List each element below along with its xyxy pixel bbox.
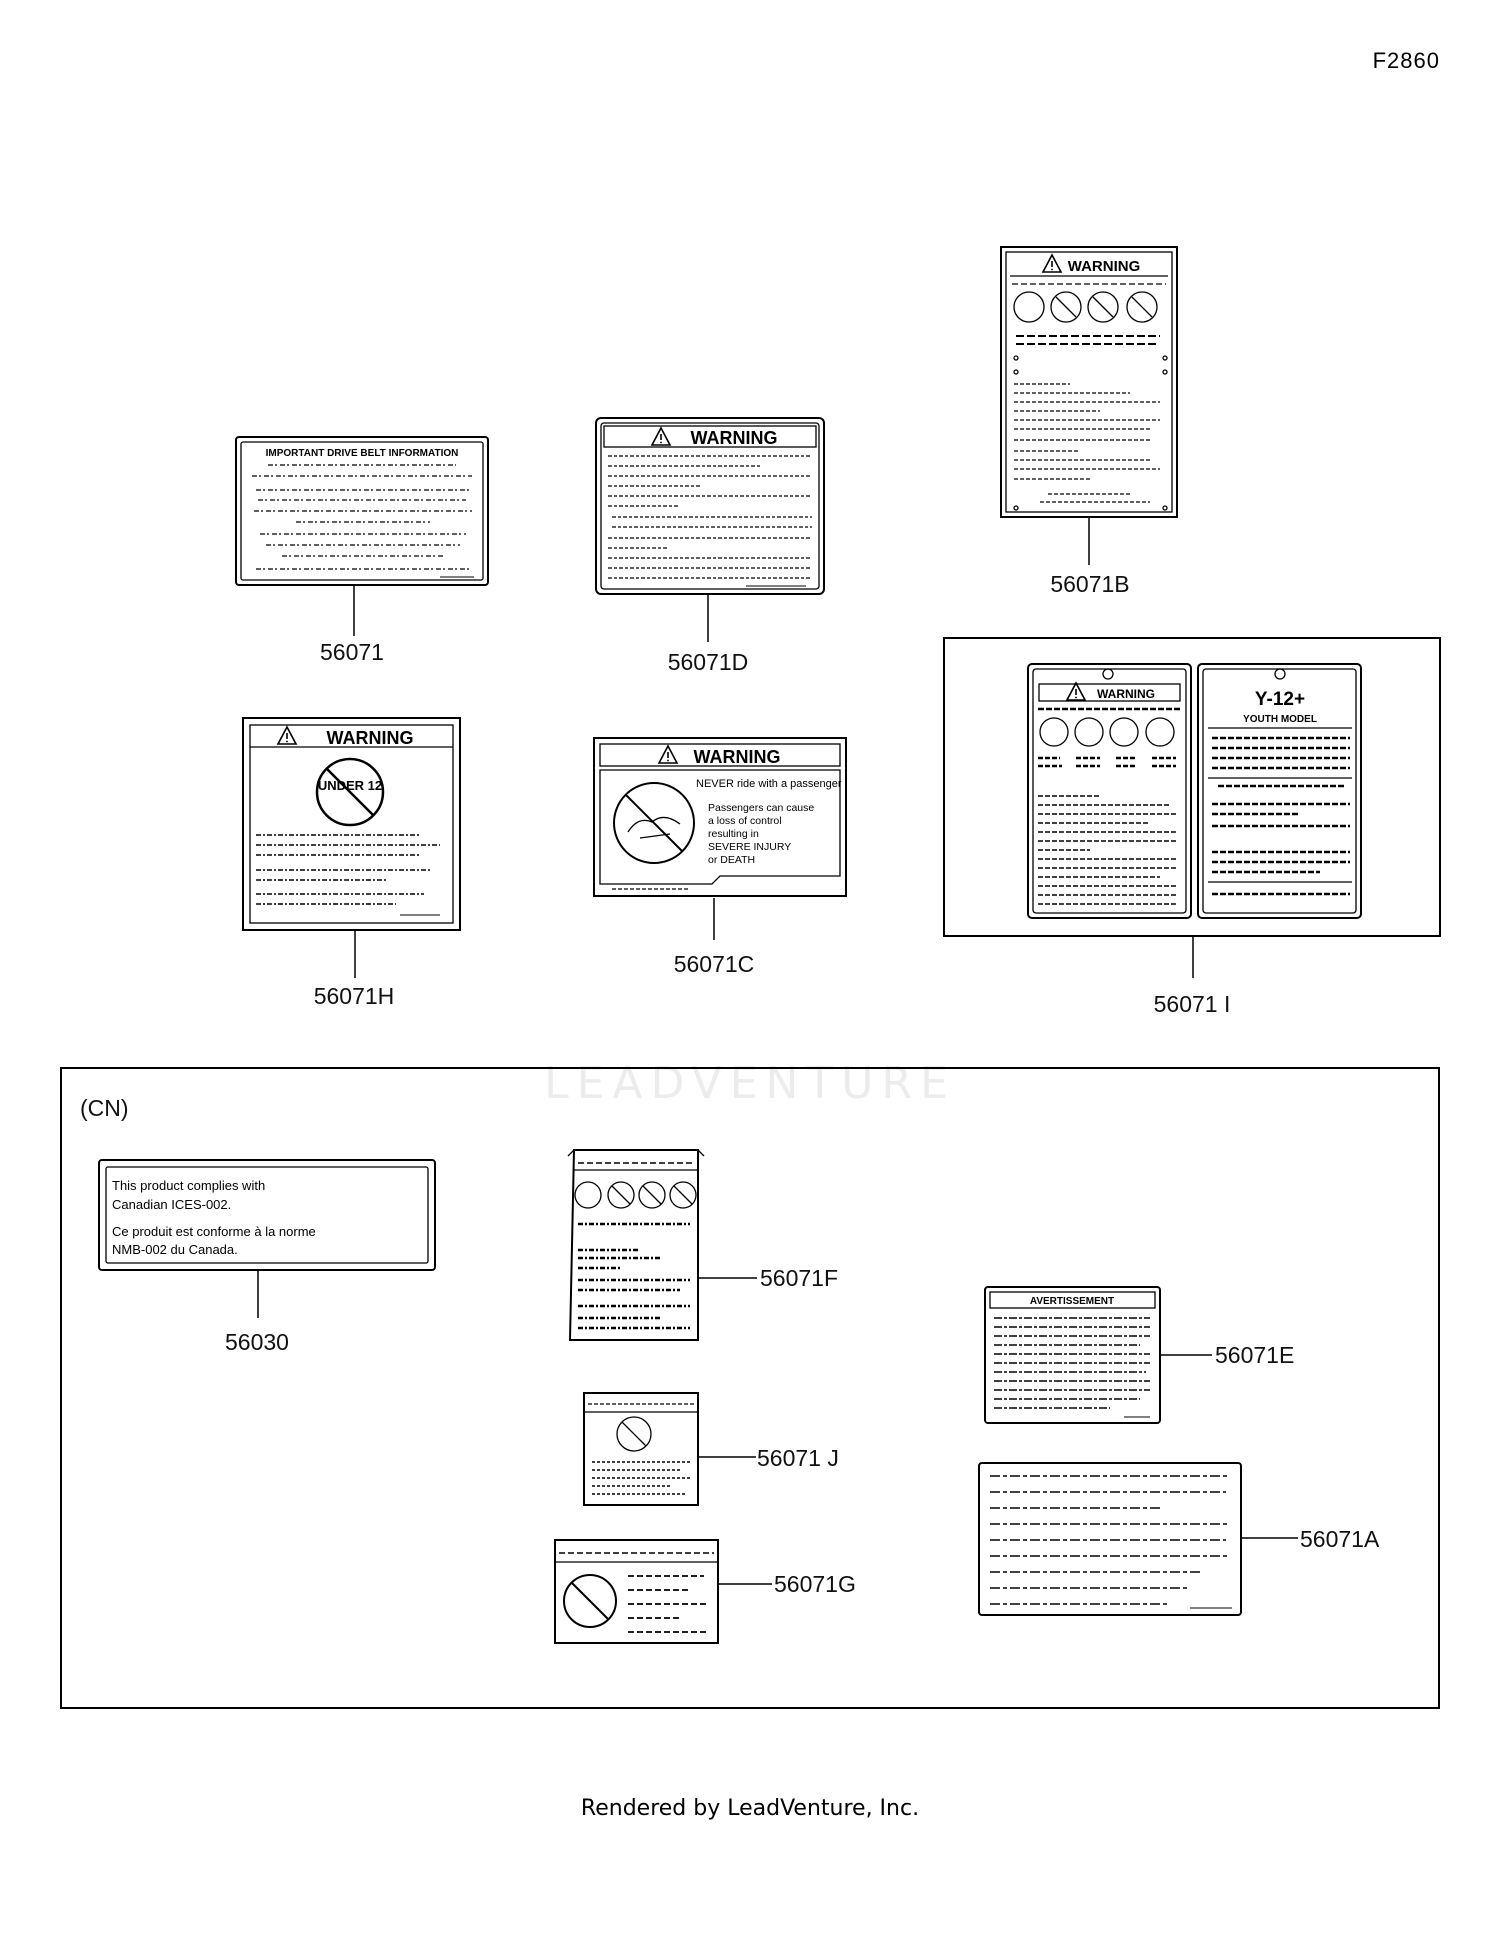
group-frame-56071I <box>943 637 1441 937</box>
cn-line-1: This product complies with <box>112 1178 265 1193</box>
cn-line-2: Canadian ICES-002. <box>112 1197 231 1212</box>
passenger-line-3: resulting in <box>708 828 759 840</box>
warning-heading-56071C: WARNING <box>694 747 781 767</box>
part-number-56030[interactable]: 56030 <box>225 1329 289 1355</box>
label-56071D[interactable]: WARNING <box>595 417 825 595</box>
youth-model-title: Y-12+ <box>1255 689 1305 710</box>
part-number-56071E[interactable]: 56071E <box>1215 1342 1294 1368</box>
part-number-56071H[interactable]: 56071H <box>314 983 395 1009</box>
passenger-line-1: Passengers can cause <box>708 802 814 814</box>
watermark-text: LEADVENTURE <box>544 1058 956 1109</box>
label-56071H[interactable]: WARNING UNDER 12 <box>242 717 461 931</box>
footer-credit: Rendered by LeadVenture, Inc. <box>580 1796 920 1821</box>
label-56071[interactable]: IMPORTANT DRIVE BELT INFORMATION <box>235 436 489 586</box>
passenger-line-4: SEVERE INJURY <box>708 841 791 853</box>
label-56071E[interactable]: AVERTISSEMENT <box>984 1286 1161 1424</box>
passenger-line-5: or DEATH <box>708 854 755 866</box>
cn-region-frame <box>60 1067 1440 1709</box>
diagram-code: F2860 <box>1372 48 1440 73</box>
label-56071G[interactable] <box>554 1539 719 1644</box>
warning-heading-56071D: WARNING <box>691 428 778 448</box>
cn-line-3: Ce produit est conforme à la norme <box>112 1224 316 1239</box>
label-56071F[interactable] <box>567 1149 705 1341</box>
part-number-56071A[interactable]: 56071A <box>1300 1526 1380 1552</box>
label-56071A[interactable] <box>978 1462 1242 1616</box>
part-number-56071G[interactable]: 56071G <box>774 1571 856 1597</box>
avertissement-heading: AVERTISSEMENT <box>1030 1296 1114 1307</box>
passenger-line-2: a loss of control <box>708 815 782 827</box>
drive-belt-title: IMPORTANT DRIVE BELT INFORMATION <box>266 448 459 459</box>
part-number-56071F[interactable]: 56071F <box>760 1265 838 1291</box>
part-number-56071B[interactable]: 56071B <box>1050 571 1129 597</box>
label-56071I-warning[interactable]: WARNING <box>1027 663 1192 919</box>
warning-heading-56071H: WARNING <box>327 728 414 748</box>
label-56071I-youth[interactable]: Y-12+ YOUTH MODEL <box>1197 663 1362 919</box>
part-number-56071[interactable]: 56071 <box>320 639 384 665</box>
label-56071C[interactable]: WARNING NEVER ride with a passenger Pass… <box>593 737 847 897</box>
warning-heading-56071I: WARNING <box>1097 687 1155 701</box>
warning-heading-56071B: WARNING <box>1068 258 1141 275</box>
never-passenger-text: NEVER ride with a passenger <box>696 778 842 790</box>
label-56030[interactable]: This product complies with Canadian ICES… <box>98 1159 436 1271</box>
part-number-56071C[interactable]: 56071C <box>674 951 755 977</box>
youth-model-subtitle: YOUTH MODEL <box>1243 714 1317 725</box>
cn-line-4: NMB-002 du Canada. <box>112 1242 238 1257</box>
label-56071J[interactable] <box>583 1392 699 1506</box>
part-number-56071D[interactable]: 56071D <box>668 649 749 675</box>
part-number-56071J[interactable]: 56071 J <box>757 1445 839 1471</box>
cn-region-label: (CN) <box>80 1095 129 1121</box>
label-56071B[interactable]: WARNING <box>1000 246 1178 518</box>
under-12-text: UNDER 12 <box>318 778 382 793</box>
part-number-56071I[interactable]: 56071 I <box>1154 991 1231 1017</box>
